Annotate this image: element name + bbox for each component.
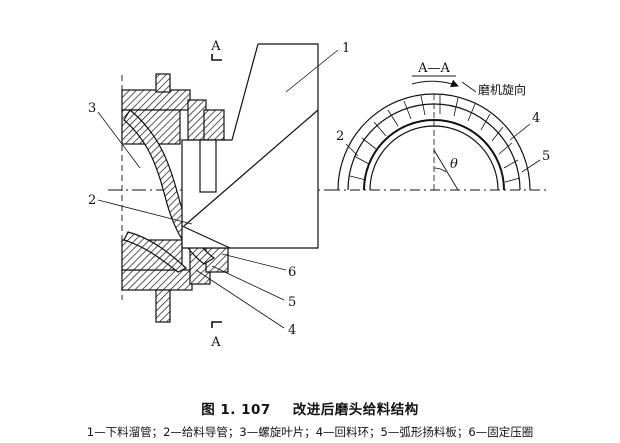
label-part-6: 6 [288,265,296,280]
label-part-4: 4 [288,323,296,338]
return-ring-outer [363,119,505,191]
rotation-direction-label: 磨机旋向 [478,82,526,97]
section-label-4: 4 [532,111,540,126]
section-label-5: 5 [542,149,550,164]
guide-tube-diagonal [183,109,319,227]
figure-caption: 图 1. 107 改进后磨头给料结构 [0,398,620,418]
upper-flange [121,89,191,111]
rotation-arrow [411,79,459,88]
section-cut-bottom [211,321,222,328]
label-part-3: 3 [88,101,96,116]
lifting-plates [349,95,521,183]
spiral-blade-lower [123,231,188,273]
lower-flange [121,269,193,291]
label-part-2: 2 [88,193,96,208]
figure-legend: 1—下料溜管；2—给料导管；3—螺旋叶片；4—回料环；5—弧形扬料板；6—固定压… [86,425,534,439]
section-view-title: A—A [417,61,450,76]
section-mark-top: A [210,39,221,54]
main-view [97,43,339,329]
feed-chute [181,43,319,249]
figure-drawing: A A 1 3 2 6 5 4 [88,39,550,350]
label-part-5: 5 [288,295,296,310]
section-mark-bottom: A [210,335,221,350]
inner-tube [199,139,217,193]
label-part-1: 1 [342,41,350,56]
theta-line [433,149,459,191]
section-cut-top [211,54,222,61]
figure-number: 图 1. 107 [201,402,271,418]
guide-tube-diagonal-2 [181,225,231,249]
figure-title: 改进后磨头给料结构 [292,402,419,418]
theta-arc [433,167,447,173]
spiral-blade [123,109,216,265]
section-view [330,75,548,191]
upper-flange-lip [155,73,171,93]
section-label-2: 2 [336,129,344,144]
theta-label: θ [450,157,458,172]
upper-ring [203,109,225,141]
lower-flange-lip [155,289,171,323]
upper-bolt-block [187,99,207,141]
